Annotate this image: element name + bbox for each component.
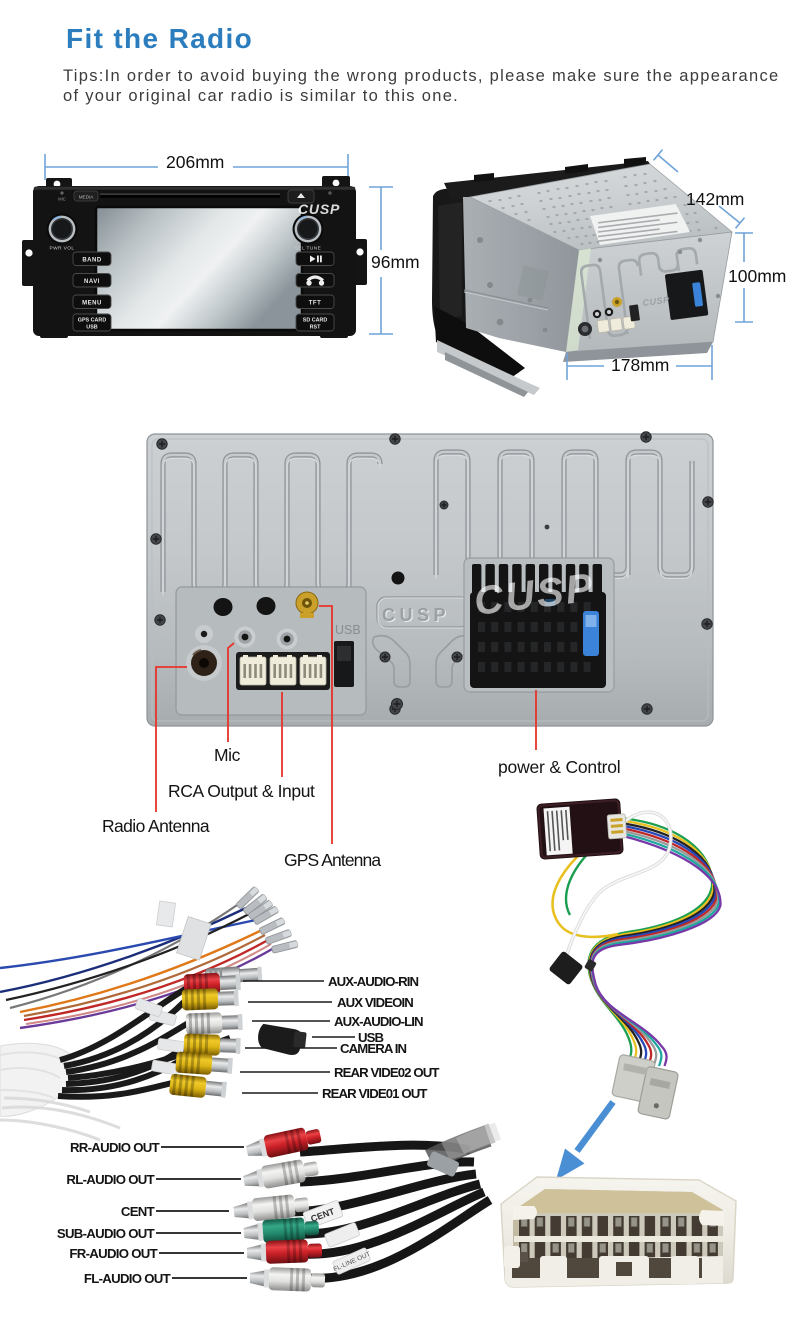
- svg-text:RL-AUDIO OUT: RL-AUDIO OUT: [66, 1172, 154, 1187]
- svg-text:206mm: 206mm: [166, 152, 224, 172]
- svg-text:Radio Antenna: Radio Antenna: [102, 816, 210, 836]
- svg-text:USB: USB: [335, 623, 361, 637]
- svg-text:AUX VIDEOIN: AUX VIDEOIN: [337, 995, 413, 1010]
- svg-text:PWR VOL: PWR VOL: [50, 246, 75, 252]
- svg-text:MEDIA: MEDIA: [79, 194, 94, 199]
- svg-text:RCA Output & Input: RCA Output & Input: [168, 781, 315, 801]
- svg-text:178mm: 178mm: [611, 355, 669, 375]
- svg-text:96mm: 96mm: [371, 252, 420, 272]
- svg-text:CUSP: CUSP: [642, 294, 671, 308]
- svg-text:MENU: MENU: [82, 300, 102, 306]
- svg-text:TFT: TFT: [309, 300, 322, 306]
- svg-text:CENT: CENT: [121, 1204, 155, 1219]
- svg-text:REAR VIDE01 OUT: REAR VIDE01 OUT: [322, 1086, 427, 1101]
- svg-text:REAR VIDE02 OUT: REAR VIDE02 OUT: [334, 1065, 439, 1080]
- svg-text:100mm: 100mm: [728, 266, 786, 286]
- svg-text:SUB-AUDIO OUT: SUB-AUDIO OUT: [57, 1226, 155, 1241]
- svg-text:SD CARD: SD CARD: [303, 317, 328, 323]
- svg-text:CUSP: CUSP: [298, 201, 340, 217]
- svg-text:Fit the Radio: Fit the Radio: [66, 23, 253, 54]
- svg-text:AUX-AUDIO-RIN: AUX-AUDIO-RIN: [328, 974, 419, 989]
- svg-text:of your original car radio is: of your original car radio is similar to…: [63, 87, 459, 105]
- svg-text:BAND: BAND: [82, 257, 101, 263]
- svg-text:RST: RST: [310, 324, 321, 330]
- svg-text:FL-AUDIO OUT: FL-AUDIO OUT: [84, 1271, 171, 1286]
- svg-text:RR-AUDIO OUT: RR-AUDIO OUT: [70, 1140, 160, 1155]
- svg-text:Mic: Mic: [214, 745, 241, 765]
- svg-text:SEL TUNE: SEL TUNE: [295, 246, 321, 252]
- svg-text:CAMERA IN: CAMERA IN: [340, 1041, 407, 1056]
- svg-text:NAVI: NAVI: [84, 279, 100, 285]
- svg-text:USB: USB: [358, 1030, 384, 1045]
- svg-text:GPS Antenna: GPS Antenna: [284, 850, 381, 870]
- svg-text:FR-AUDIO OUT: FR-AUDIO OUT: [69, 1246, 157, 1261]
- svg-text:power & Control: power & Control: [498, 757, 620, 777]
- svg-text:142mm: 142mm: [686, 189, 744, 209]
- svg-text:AUX-AUDIO-LIN: AUX-AUDIO-LIN: [334, 1014, 423, 1029]
- svg-text:CUSP: CUSP: [382, 605, 450, 625]
- svg-text:GPS CARD: GPS CARD: [78, 317, 107, 323]
- svg-text:Tips:In order to avoid buying: Tips:In order to avoid buying the wrong …: [63, 67, 779, 85]
- svg-text:USB: USB: [86, 324, 97, 330]
- svg-text:MIC: MIC: [58, 197, 66, 202]
